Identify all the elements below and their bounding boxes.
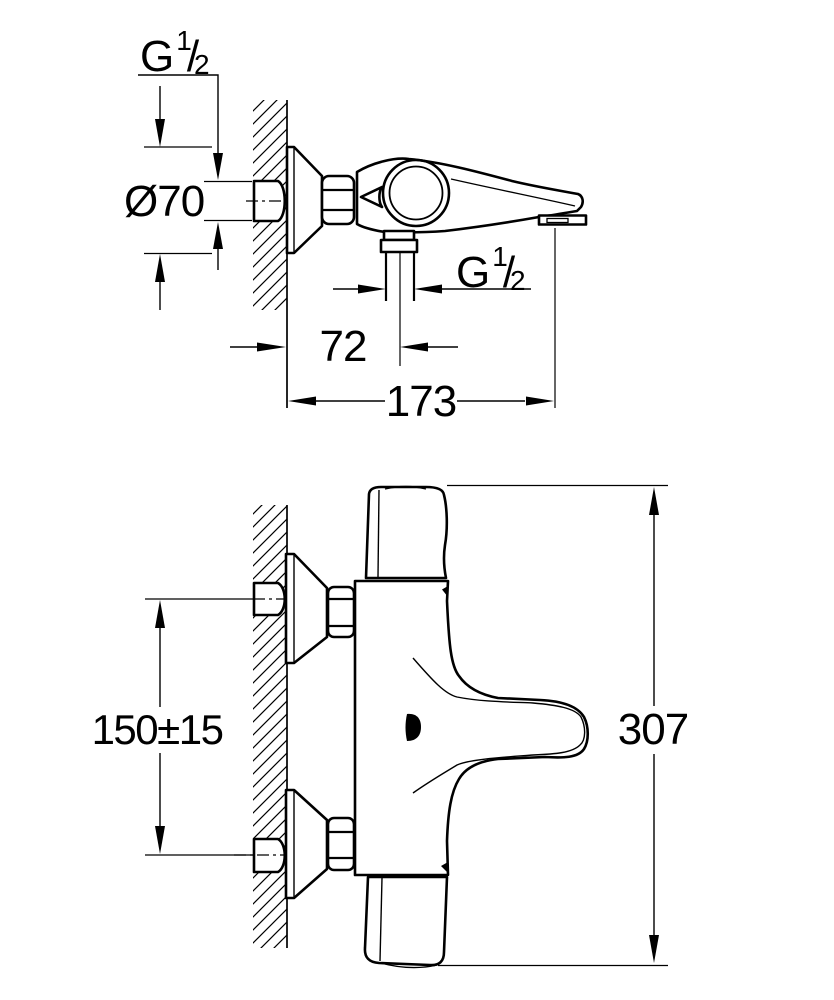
- escutcheon-lower: [284, 788, 329, 900]
- arrow-down-icon: [155, 119, 165, 147]
- escutcheon-upper: [284, 552, 329, 665]
- arrow-left-icon: [288, 396, 316, 406]
- spout-projection-label: 173: [386, 377, 456, 426]
- inlet-nipple-lower: [252, 837, 287, 874]
- arrow-down-icon: [213, 153, 223, 180]
- body-tick-lower: [441, 862, 448, 873]
- wall-hatch-front: [253, 505, 287, 948]
- outlet-pipe-side: [379, 229, 419, 366]
- escutcheon-side: [285, 145, 324, 255]
- spout-aerator-side: [537, 214, 588, 226]
- hex-nut-upper: [326, 585, 356, 639]
- hex-nut-lower: [326, 816, 356, 872]
- outlet-offset-label: 72: [320, 322, 367, 371]
- arrow-up-icon: [213, 222, 223, 249]
- arrow-down-icon: [155, 826, 165, 854]
- dimension-spout-projection: 173: [288, 228, 556, 426]
- spout-crease-line: [450, 178, 576, 207]
- water-outlet-mark: [405, 713, 421, 741]
- flange-diameter-label: Ø70: [124, 177, 204, 226]
- thermostat-knob-inner-ring: [388, 165, 444, 221]
- arrow-up-icon: [155, 254, 165, 282]
- dimension-overall-height: 307: [438, 484, 689, 967]
- arrow-up-icon: [155, 600, 165, 628]
- volume-handle-front: [363, 875, 449, 969]
- dimension-outlet-offset: 72: [230, 322, 458, 371]
- arrow-down-icon: [649, 935, 659, 963]
- arrow-up-icon: [649, 487, 659, 515]
- knob-marker-side: [359, 185, 384, 209]
- hex-nut-side: [320, 174, 356, 226]
- spout-inner-contour: [412, 657, 586, 794]
- thermostat-knob-side: [381, 158, 451, 228]
- arrow-right-icon: [257, 342, 286, 352]
- faucet-body-front: [353, 579, 590, 877]
- dimension-flange-diameter: Ø70: [124, 86, 212, 310]
- connection-distance-label: 150±15: [92, 706, 223, 753]
- arrow-right-icon: [358, 284, 386, 294]
- arrow-left-icon: [414, 284, 442, 294]
- thermostat-cap-front: [364, 485, 449, 580]
- arrow-right-icon: [526, 396, 554, 406]
- front-view: 150±15 307: [92, 484, 689, 969]
- arrow-left-icon: [400, 342, 428, 352]
- dimension-connection-distance: 150±15: [92, 600, 224, 854]
- overall-height-label: 307: [618, 705, 688, 754]
- body-tick-upper: [442, 586, 448, 597]
